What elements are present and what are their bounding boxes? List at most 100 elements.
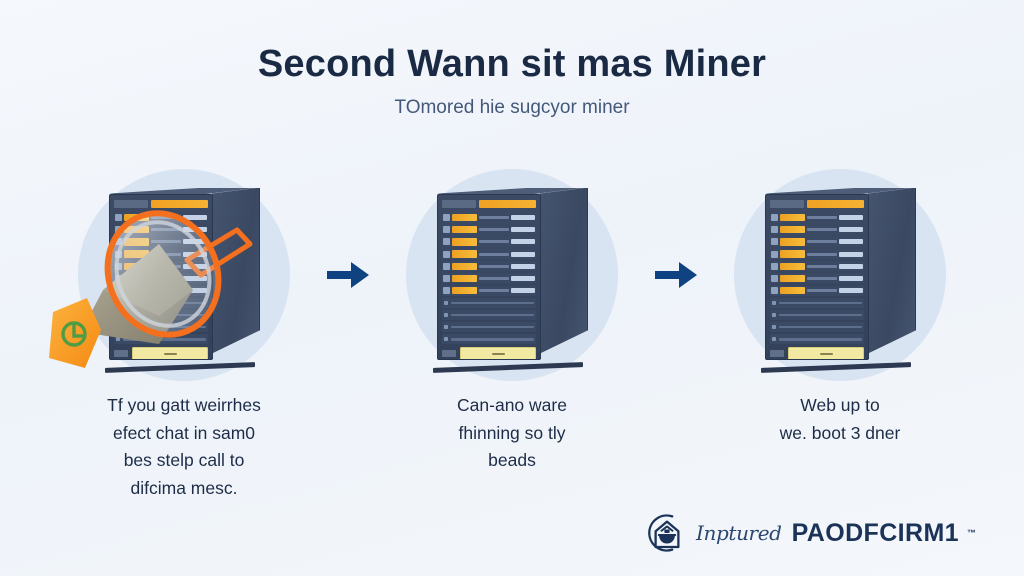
row-icon [771,238,778,246]
rack-row [442,273,536,284]
rack-row [114,273,208,284]
strip-line [779,301,862,305]
rack-row [770,261,864,272]
row-value [511,263,535,269]
caption-line: we. boot 3 dner [779,422,901,443]
row-badge [124,213,149,222]
row-icon [443,250,450,258]
row-line [807,276,837,280]
rack-row [442,261,536,272]
row-value [839,263,863,269]
row-line [151,289,181,293]
row-line [151,216,181,219]
caption-line: difcima mesc. [130,477,238,498]
captions-row: Tf you gatt weirrhes efect chat in sam0 … [0,392,1024,503]
row-line [479,289,509,293]
rack-action-button-label [819,352,833,356]
row-badge [780,286,805,295]
row-icon [771,214,778,221]
row-badge [124,238,149,246]
rack-header-highlight [479,200,536,208]
rack-side-face [868,187,916,354]
rack-row [114,285,208,296]
strip-line [123,325,206,329]
logo-trademark: ™ [967,528,976,538]
strip-dot [772,313,776,317]
server-rack-icon-2 [433,187,588,373]
rack-footer-tag [770,350,784,358]
row-icon [115,250,122,258]
row-badge [452,286,477,295]
row-badge [452,238,477,246]
rack-row [114,212,208,223]
rack-row [114,224,208,235]
row-value [511,239,535,245]
row-badge [780,238,805,246]
row-badge [780,225,805,234]
row-badge [452,274,477,283]
strip-dot [116,325,120,330]
row-badge [780,274,805,283]
step-panel-3[interactable] [705,160,975,390]
row-icon [771,226,778,234]
row-line [479,276,509,280]
strip-dot [772,300,776,305]
strip-line [779,313,862,317]
logo-script-text: Inptured [696,521,782,545]
rack-header-bar [442,200,536,209]
rack-strip [114,297,208,308]
row-value [511,275,535,281]
row-line [479,240,509,244]
rack-footer [442,347,536,359]
rack-side-face [212,187,260,354]
row-line [479,228,509,232]
row-line [151,264,181,268]
rack-action-button[interactable] [460,347,536,359]
strip-dot [772,337,776,342]
caption-gap-2 [647,392,705,503]
row-badge [452,262,477,270]
row-line [479,264,509,268]
arrow-slot-2 [647,160,705,390]
row-value [839,239,863,245]
rack-row [442,236,536,247]
row-line [807,240,837,244]
row-value [183,239,207,245]
row-line [151,228,181,232]
step-caption-2: Can-ano ware fhinning so tly beads [377,392,647,503]
rack-strip [770,297,864,308]
step-panel-1[interactable] [49,160,319,390]
row-icon [115,214,122,221]
strip-line [451,338,534,341]
rack-header-bar [770,200,864,209]
page-subtitle: TOmored hie sugcyor miner [394,97,630,119]
rack-header-highlight [807,200,864,208]
rack-footer [114,347,208,359]
caption-line: beads [488,450,536,471]
rack-strip [114,322,208,333]
row-value [183,227,207,233]
row-icon [115,262,122,270]
strip-line [123,301,206,305]
rack-strip [442,297,536,308]
row-line [807,264,837,268]
rack-row [770,249,864,260]
arrow-slot-1 [319,160,377,390]
rack-action-button[interactable] [132,347,208,359]
brand-logo[interactable]: Inptured PAODFCIRM1 ™ [646,512,976,554]
caption-line: Web up to [800,395,880,415]
rack-action-button[interactable] [788,347,864,359]
strip-line [779,325,862,329]
server-rack-icon-3 [761,187,916,373]
arrow-right-icon [655,262,697,288]
step-panel-2[interactable] [377,160,647,390]
rack-front-face [109,193,213,360]
strip-dot [444,313,448,317]
row-value [183,251,207,257]
row-value [511,215,535,220]
row-icon [115,238,122,246]
row-badge [124,250,149,258]
rack-header-highlight [151,200,208,208]
row-value [183,263,207,269]
rack-footer-tag [114,350,128,358]
